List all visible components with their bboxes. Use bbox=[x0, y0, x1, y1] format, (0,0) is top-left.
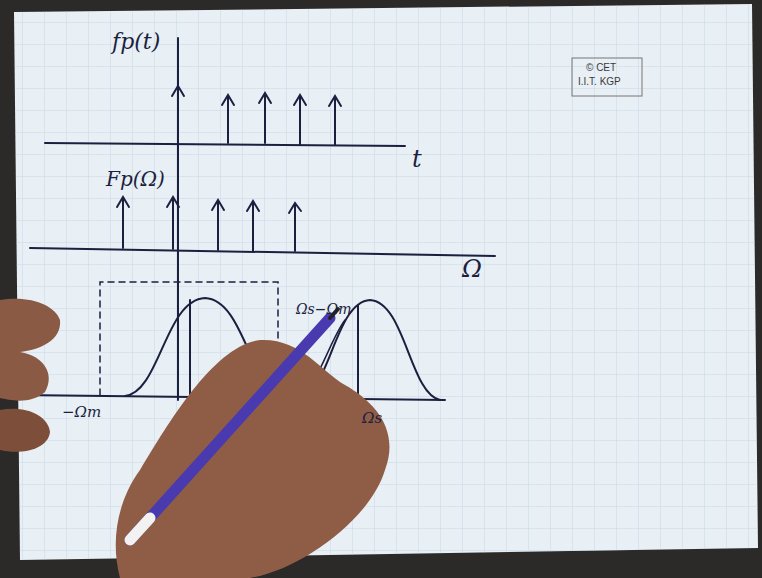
function-label: Fp(Ω) bbox=[106, 168, 165, 190]
hand bbox=[0, 299, 389, 578]
frequency-mark: −Ωm bbox=[62, 404, 101, 421]
impulse-spectrum bbox=[117, 197, 301, 251]
axis-label: Ω bbox=[462, 256, 482, 282]
paper-grid bbox=[14, 4, 758, 560]
time-axis bbox=[45, 143, 405, 146]
function-label: fp(t) bbox=[112, 30, 160, 54]
watermark: © CET bbox=[586, 62, 616, 73]
axis-label: t bbox=[412, 146, 422, 172]
frequency-mark: Ωs−Ωm bbox=[296, 302, 351, 317]
watermark-box bbox=[572, 58, 642, 96]
freq-axis bbox=[30, 248, 495, 256]
watermark: I.I.T. KGP bbox=[578, 76, 621, 87]
impulse-train bbox=[172, 86, 341, 145]
paper-sheet bbox=[14, 4, 758, 560]
frequency-mark: Ωs bbox=[362, 410, 382, 427]
